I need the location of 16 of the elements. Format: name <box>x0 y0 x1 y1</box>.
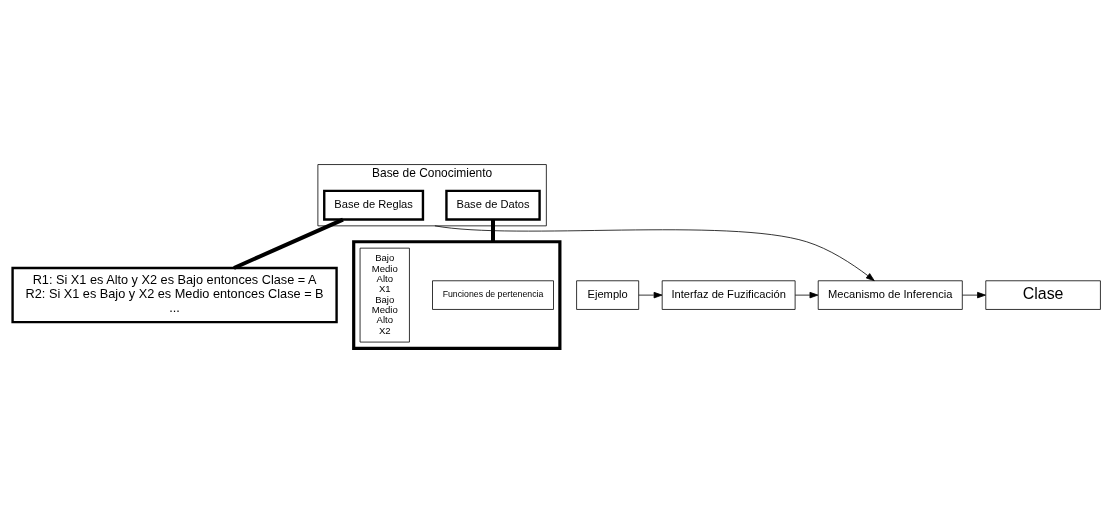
node-box: Mecanismo de Inferencia <box>817 279 963 310</box>
arrow <box>638 291 663 298</box>
connector <box>491 219 495 242</box>
cluster <box>352 239 562 350</box>
node-box: Ejemplo <box>576 279 640 310</box>
node-box: Funciones de pertenencia <box>432 279 554 310</box>
connector <box>233 217 344 270</box>
node-box: Interfaz de Fuzificación <box>661 279 796 310</box>
arrow <box>794 291 819 298</box>
node-box: Base de Reglas <box>323 189 425 221</box>
arrow <box>434 224 875 281</box>
arrow <box>962 291 986 298</box>
node-box: Clase <box>985 279 1101 310</box>
node-box: Bajo Medio Alto X1 Bajo Medio Alto X2 <box>359 247 410 342</box>
node-box: Base de Datos <box>445 189 541 221</box>
node-box: R1: Si X1 es Alto y X2 es Bajo entonces Clase = A R2: Si X1 es Bajo y X2 es Medio entonces Clase = B ... <box>11 266 338 323</box>
